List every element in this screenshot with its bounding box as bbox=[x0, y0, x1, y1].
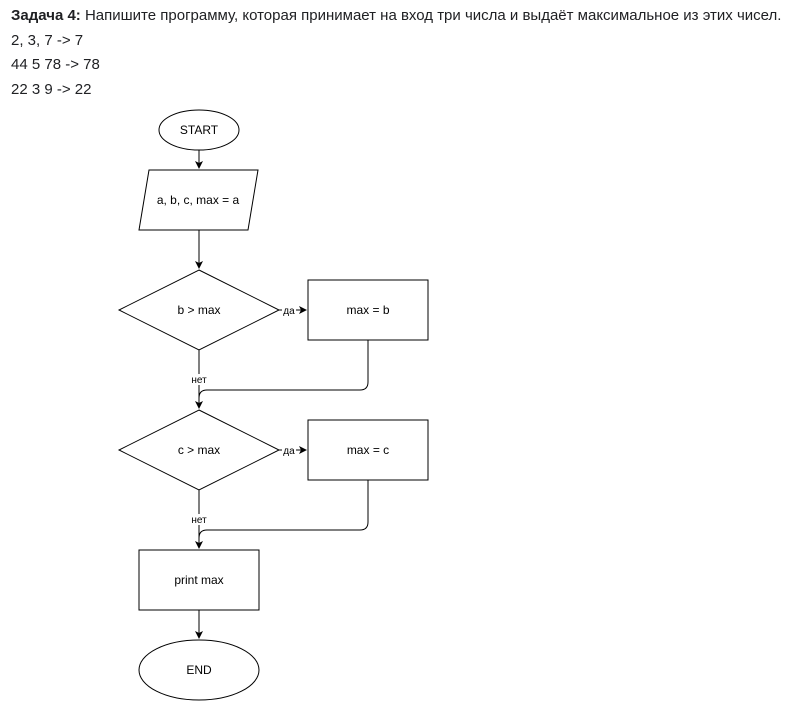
no-label-bg-2 bbox=[188, 514, 210, 525]
no-label-2: нет bbox=[191, 515, 207, 526]
yes-label-1: да bbox=[283, 306, 295, 317]
task-text: Напишите программу, которая принимает на… bbox=[84, 7, 782, 24]
example-2: 44 5 78 -> 78 bbox=[11, 56, 100, 73]
no-label-bg-1 bbox=[188, 374, 210, 385]
example-1: 2, 3, 7 -> 7 bbox=[11, 31, 84, 49]
output-node bbox=[138, 549, 260, 611]
action1-label: max = b bbox=[346, 303, 389, 317]
edge-action1-merge bbox=[198, 340, 369, 399]
task-statement: Задача 4: Напишите программу, которая пр… bbox=[11, 4, 805, 102]
task-heading: Задача 4: Напишите программу, которая пр… bbox=[11, 4, 805, 29]
action2-label: max = c bbox=[347, 443, 389, 457]
task-label: Задача 4: bbox=[11, 7, 81, 24]
no-label-1: нет bbox=[191, 375, 207, 386]
start-label: START bbox=[180, 123, 219, 137]
decision2-label: c > max bbox=[178, 443, 220, 457]
yes-label-bg-1 bbox=[282, 305, 296, 316]
action1-node bbox=[307, 279, 429, 341]
edge-action2-merge bbox=[198, 480, 369, 539]
example-3: 22 3 9 -> 22 bbox=[11, 80, 92, 98]
action2-node bbox=[307, 419, 429, 481]
yes-label-bg-2 bbox=[282, 445, 296, 456]
end-label: END bbox=[186, 663, 212, 677]
input-node bbox=[138, 169, 259, 231]
output-label: print max bbox=[174, 573, 223, 587]
decision1-label: b > max bbox=[177, 303, 220, 317]
end-node bbox=[138, 639, 260, 701]
yes-label-2: да bbox=[283, 446, 295, 457]
input-label: a, b, c, max = a bbox=[157, 193, 240, 207]
